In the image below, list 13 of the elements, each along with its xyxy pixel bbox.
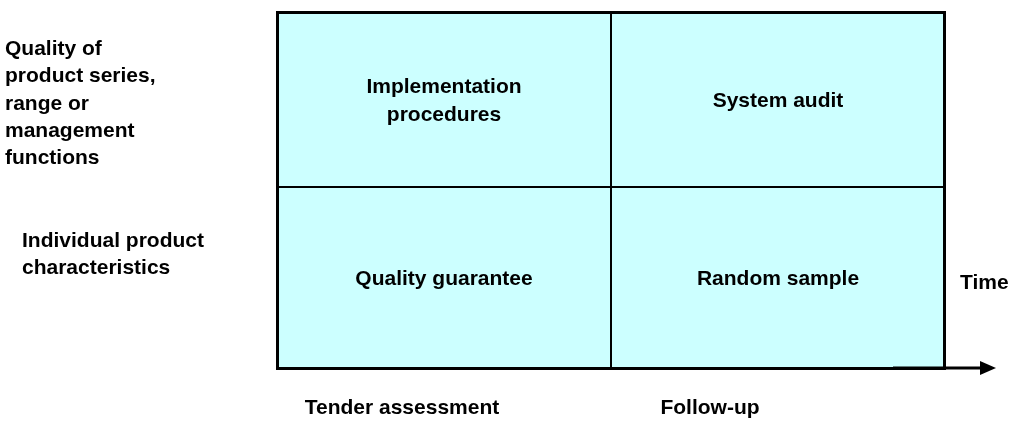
- axis-label: Time: [960, 269, 1010, 295]
- cell-text: System audit: [712, 86, 844, 113]
- cell-text: Random sample: [696, 265, 860, 292]
- matrix-cell: [611, 187, 945, 369]
- matrix-cell: [277, 12, 611, 187]
- row-label: Individual product characteristics: [22, 227, 205, 281]
- column-label: Tender assessment: [303, 394, 501, 420]
- column-label: Follow-up: [659, 394, 761, 420]
- cell-text: Quality guarantee: [355, 265, 533, 292]
- row-label: Quality of product series, range or management functions: [5, 35, 157, 171]
- matrix-cell: [277, 187, 611, 369]
- cell-text: Implementation procedures: [365, 73, 523, 127]
- matrix-cell: [611, 12, 945, 187]
